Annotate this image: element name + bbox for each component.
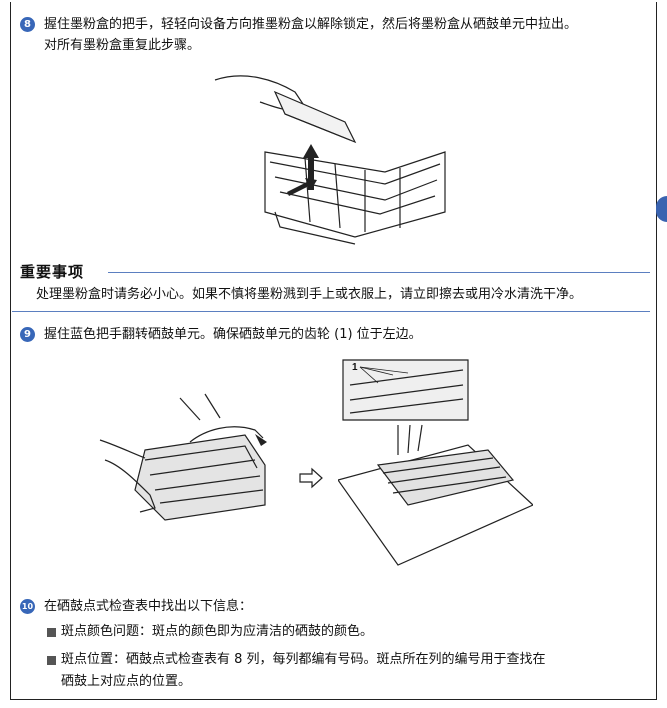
drum-gear-illustration: 1 [338,359,533,566]
flip-drum-illustration [99,393,267,521]
page-frame [10,2,657,700]
important-body: 处理墨粉盒时请务必小心。如果不慎将墨粉溅到手上或衣服上，请立即擦去或用冷水清洗干… [36,287,583,302]
important-heading: 重要事项 [20,263,85,281]
arrow-right-icon [299,467,323,489]
remove-toner-illustration [214,75,446,245]
bullet-square-icon [47,656,56,665]
step-9-number: 9 [20,327,35,342]
chapter-tab[interactable] [656,196,667,222]
bullet-spot-position-text: 斑点位置：硒鼓点式检查表有 8 列，每列都编有号码。斑点所在列的编号用于查找在 … [61,652,546,689]
gear-callout-label: 1 [352,362,358,373]
step-9: 9 握住蓝色把手翻转硒鼓单元。确保硒鼓单元的齿轮 (1) 位于左边。 [20,324,650,345]
bullet-spot-color: 斑点颜色问题：斑点的颜色即为应清洁的硒鼓的颜色。 [47,621,647,643]
step-9-text: 握住蓝色把手翻转硒鼓单元。确保硒鼓单元的齿轮 (1) 位于左边。 [44,327,422,342]
bullet-spot-position: 斑点位置：硒鼓点式检查表有 8 列，每列都编有号码。斑点所在列的编号用于查找在 … [47,649,652,693]
bullet-spot-color-text: 斑点颜色问题：斑点的颜色即为应清洁的硒鼓的颜色。 [61,624,374,639]
bullet-square-icon [47,628,56,637]
important-bottom-rule [12,311,650,312]
step-10-text: 在硒鼓点式检查表中找出以下信息： [44,599,253,614]
important-heading-rule [108,272,650,273]
step-8-text: 握住墨粉盒的把手，轻轻向设备方向推墨粉盒以解除锁定，然后将墨粉盒从硒鼓单元中拉出… [44,17,578,53]
step-8-number: 8 [20,17,35,32]
step-8: 8 握住墨粉盒的把手，轻轻向设备方向推墨粉盒以解除锁定，然后将墨粉盒从硒鼓单元中… [20,14,650,56]
step-10: 10 在硒鼓点式检查表中找出以下信息： [20,596,650,617]
step-10-number: 10 [20,599,35,614]
